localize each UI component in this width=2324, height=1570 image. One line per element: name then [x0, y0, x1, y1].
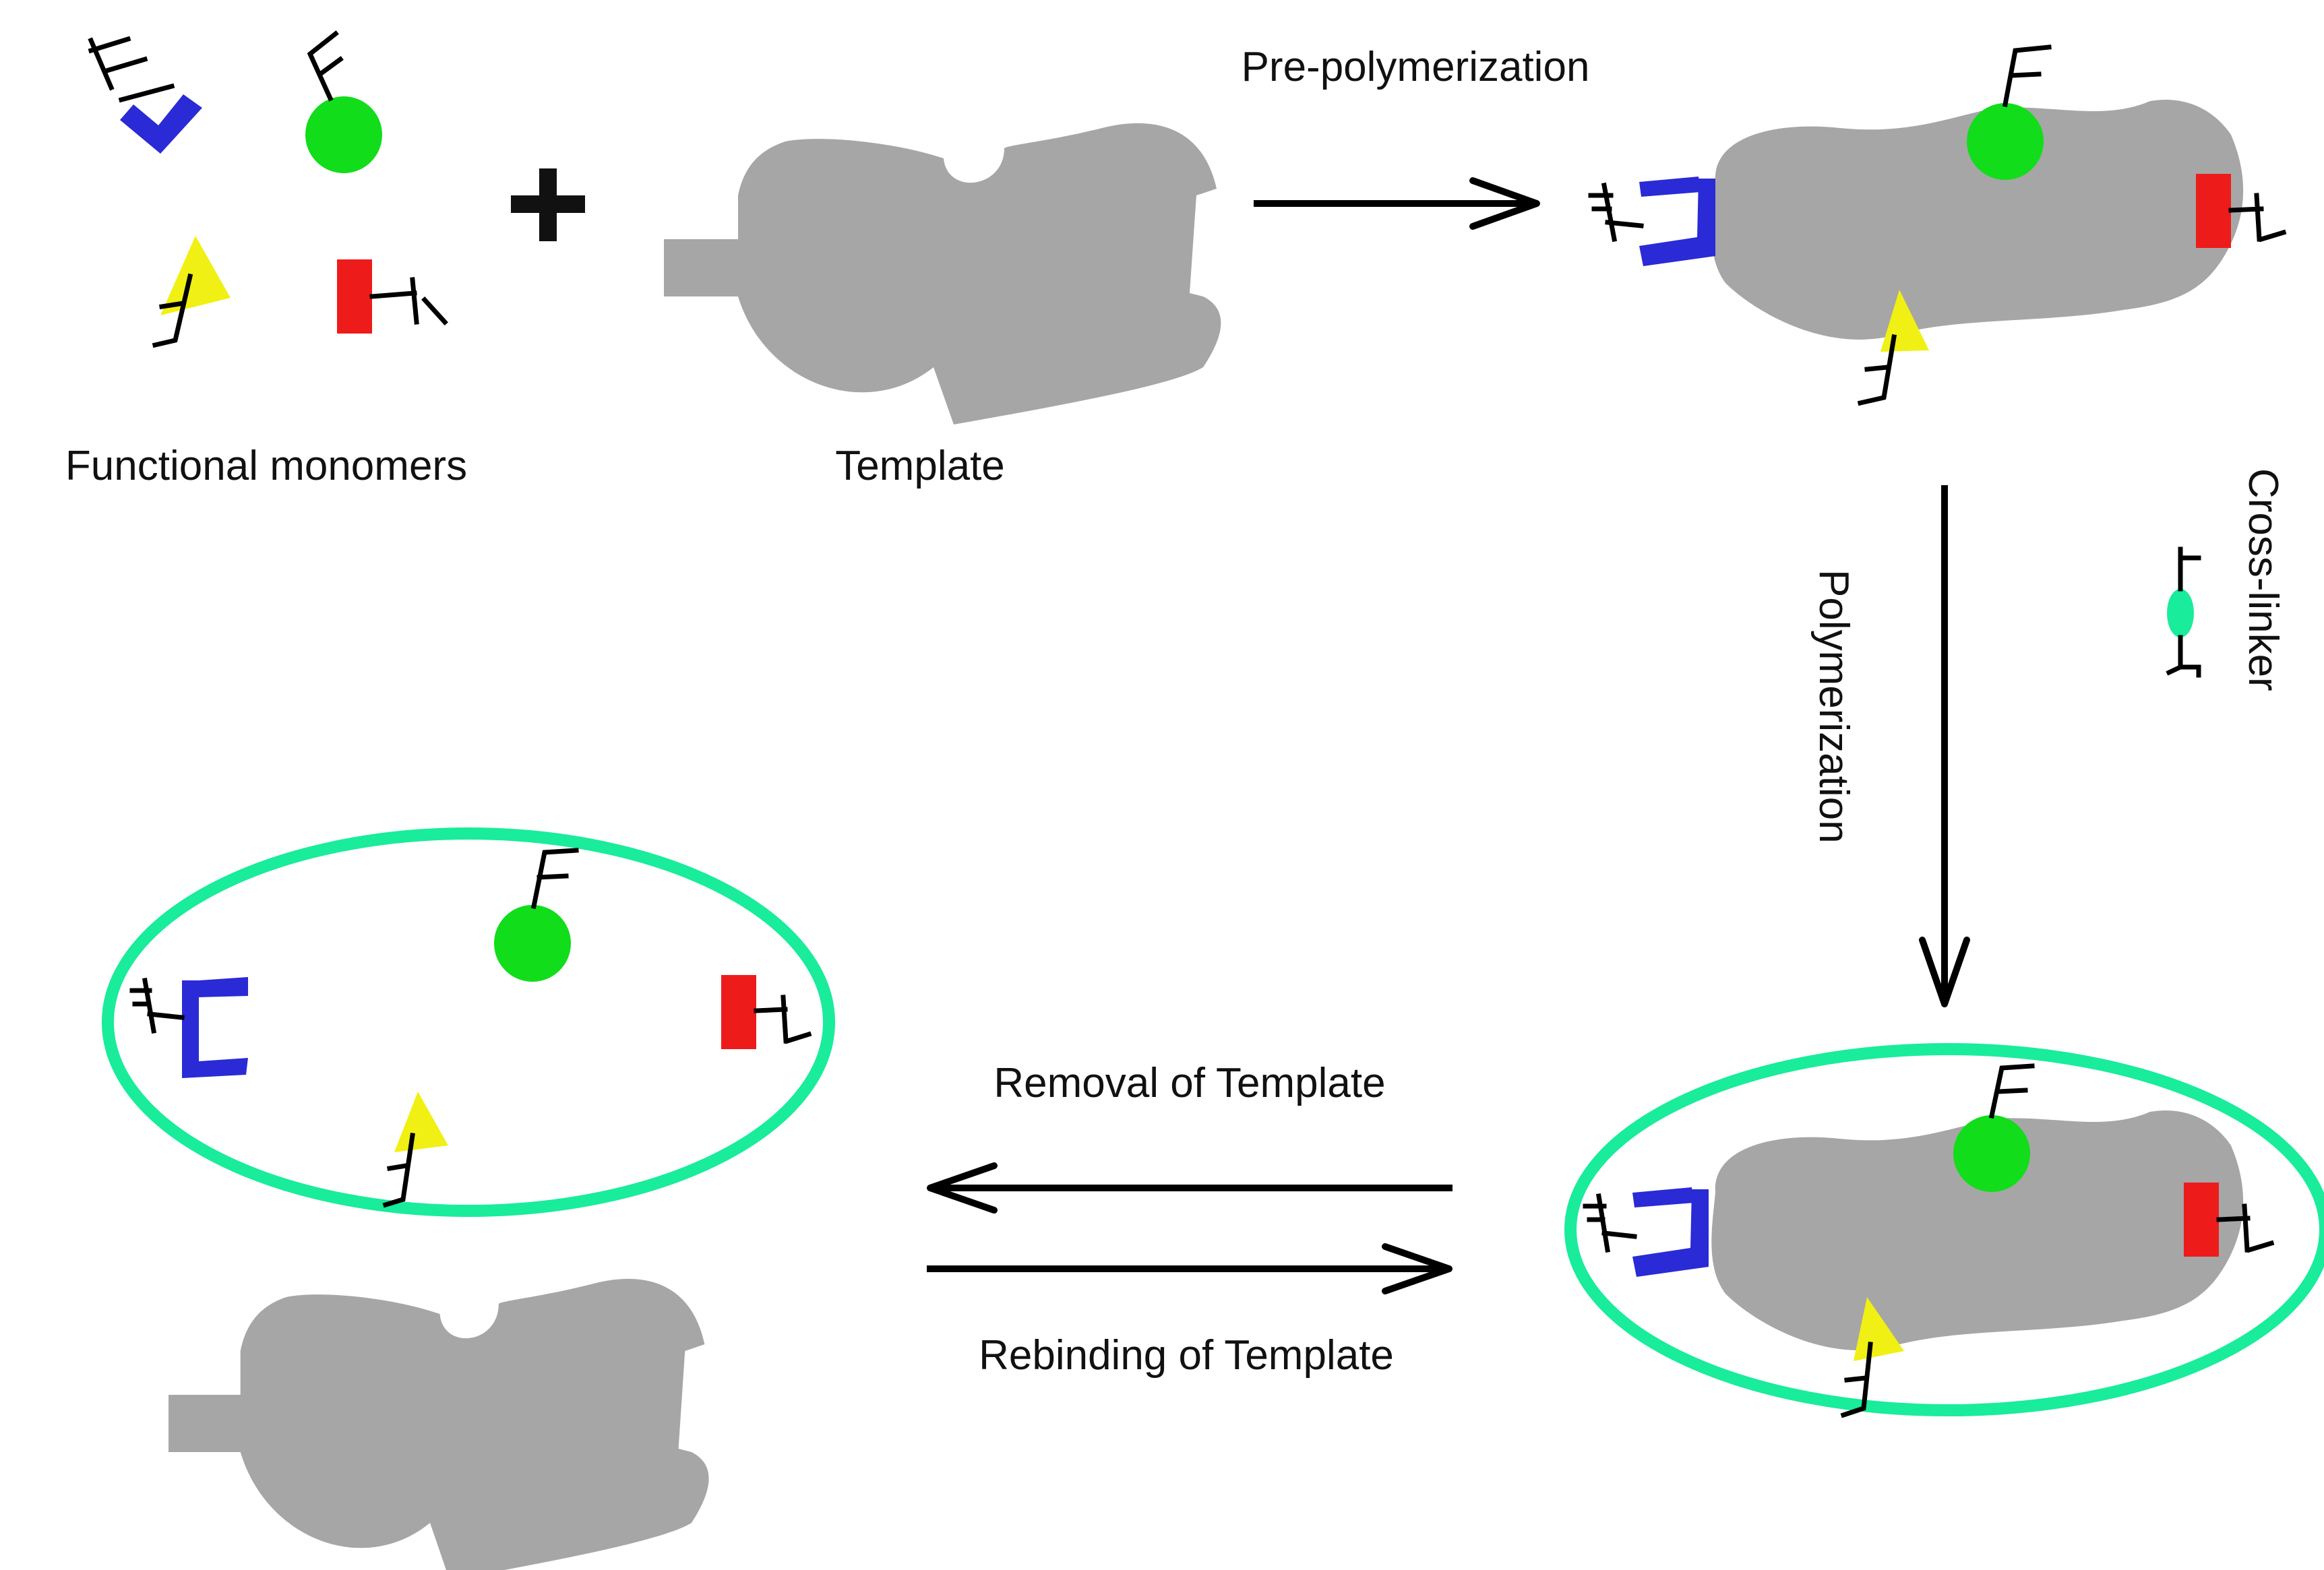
- green-circle-monomer-icon: [1953, 1115, 2030, 1192]
- red-rect-monomer-icon: [721, 975, 756, 1049]
- polymer-ring: [102, 827, 835, 1217]
- cross-linker-icon: [2167, 589, 2194, 637]
- green-circle-monomer-icon: [494, 905, 571, 982]
- template-body: [1711, 100, 2244, 340]
- polymer-ring: [1564, 1043, 2324, 1416]
- pre-polymerization-arrow: [1254, 177, 1540, 230]
- imprinted-polymer-with-template: [1564, 1043, 2324, 1418]
- pre-polymerization-label: Pre-polymerization: [1242, 44, 1590, 90]
- yellow-triangle-monomer-icon: [152, 236, 231, 348]
- removal-label: Removal of Template: [993, 1060, 1385, 1106]
- green-circle-monomer-icon: [1967, 103, 2044, 180]
- template-monomer-complex: [1588, 44, 2287, 406]
- imprinted-polymer-empty: [102, 827, 835, 1217]
- polymerization-arrow: [1919, 485, 1970, 1007]
- blue-bracket-monomer-icon: [1632, 1187, 1709, 1277]
- rebinding-label: Rebinding of Template: [979, 1332, 1394, 1379]
- rebinding-arrow: [927, 1243, 1452, 1294]
- red-rect-monomer-icon: [2196, 174, 2231, 248]
- yellow-triangle-monomer-icon: [394, 1092, 448, 1152]
- blue-bracket-monomer-icon: [1639, 177, 1715, 266]
- cross-linker-label: Cross-linker: [2240, 468, 2286, 691]
- green-circle-monomer-icon: [305, 30, 382, 173]
- red-rect-monomer-icon: [337, 259, 448, 334]
- cross-linker-legend: Cross-linker: [2166, 468, 2286, 691]
- template-shape: [664, 123, 1221, 425]
- functional-monomers-label: Functional monomers: [65, 443, 467, 489]
- released-template-shape: [169, 1278, 709, 1570]
- blue-bracket-monomer-icon: [182, 977, 248, 1078]
- yellow-triangle-monomer-icon: [1854, 1297, 1904, 1361]
- polymerization-label: Polymerization: [1810, 569, 1857, 844]
- template-label: Template: [835, 443, 1005, 489]
- red-rect-monomer-icon: [2184, 1183, 2219, 1257]
- removal-arrow: [927, 1162, 1452, 1214]
- free-monomers: [88, 30, 448, 348]
- blue-bracket-monomer-icon: [88, 36, 202, 154]
- plus-icon: [511, 168, 585, 241]
- template-body: [1711, 1110, 2244, 1350]
